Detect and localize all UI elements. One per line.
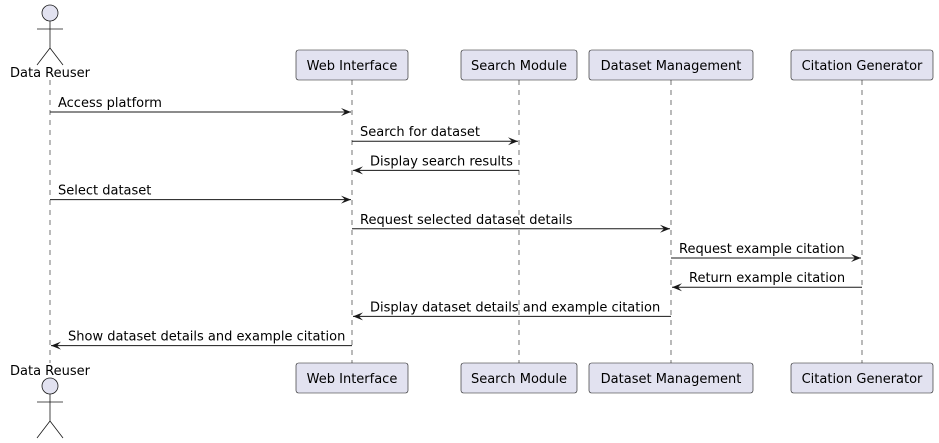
participant-box <box>295 362 409 394</box>
message-request-example-citation: Request example citation <box>671 242 861 262</box>
message-label: Show dataset details and example citatio… <box>68 330 345 345</box>
participant-web-interface-top: Web Interface <box>295 49 409 81</box>
message-select-dataset: Select dataset <box>50 184 351 204</box>
actor-label: Data Reuser <box>10 364 91 379</box>
participant-search-module-bottom: Search Module <box>460 362 578 394</box>
message-display-dataset-details-and-example-citation: Display dataset details and example cita… <box>353 300 671 321</box>
participant-box <box>295 49 409 81</box>
actor-head-icon <box>41 377 59 395</box>
actor-label: Data Reuser <box>10 66 91 81</box>
arrowhead-icon <box>851 254 861 262</box>
participant-box <box>588 49 754 81</box>
actor-data-reuser-bottom: Data Reuser <box>10 364 91 439</box>
actor-leg-icon <box>36 420 51 439</box>
participant-label: Web Interface <box>307 59 398 74</box>
message-label: Return example citation <box>689 271 845 286</box>
participant-label: Citation Generator <box>802 372 923 387</box>
participant-dataset-management-bottom: Dataset Management <box>588 362 754 394</box>
arrowhead-icon <box>51 341 61 350</box>
actor-data-reuser-top: Data Reuser <box>10 4 91 81</box>
arrowhead-icon <box>508 137 518 146</box>
participant-label: Dataset Management <box>601 372 742 387</box>
participant-label: Web Interface <box>307 372 398 387</box>
arrowhead-icon <box>660 224 670 233</box>
participant-box <box>588 362 754 394</box>
actor-leg-icon <box>36 47 51 66</box>
message-label: Access platform <box>58 96 162 111</box>
arrowhead-icon <box>353 166 363 175</box>
arrowhead-icon <box>341 108 351 116</box>
message-label: Display search results <box>370 154 513 169</box>
participant-citation-generator-top: Citation Generator <box>790 49 934 81</box>
arrowhead-icon <box>353 312 363 321</box>
message-label: Select dataset <box>58 184 151 199</box>
message-label: Request example citation <box>679 242 845 257</box>
participant-label: Dataset Management <box>601 59 742 74</box>
participant-citation-generator-bottom: Citation Generator <box>790 362 934 394</box>
actor-head-icon <box>41 4 59 22</box>
arrowhead-icon <box>672 283 682 292</box>
message-return-example-citation: Return example citation <box>672 271 862 292</box>
participant-dataset-management-top: Dataset Management <box>588 49 754 81</box>
participant-box <box>460 362 578 394</box>
message-request-selected-dataset-details: Request selected dataset details <box>352 213 670 233</box>
participant-box <box>460 49 578 81</box>
participant-box <box>790 362 934 394</box>
message-access-platform: Access platform <box>50 96 351 116</box>
message-display-search-results: Display search results <box>353 154 519 175</box>
actor-leg-icon <box>49 47 64 66</box>
message-search-for-dataset: Search for dataset <box>352 125 518 146</box>
participant-web-interface-bottom: Web Interface <box>295 362 409 394</box>
message-label: Search for dataset <box>360 125 480 140</box>
participant-label: Search Module <box>471 59 567 74</box>
participant-label: Search Module <box>471 372 567 387</box>
message-label: Display dataset details and example cita… <box>370 300 660 315</box>
participant-label: Citation Generator <box>802 59 923 74</box>
arrowhead-icon <box>341 195 351 204</box>
participant-box <box>790 49 934 81</box>
message-show-dataset-details-and-example-citation: Show dataset details and example citatio… <box>51 330 352 350</box>
message-label: Request selected dataset details <box>360 213 573 228</box>
participant-search-module-top: Search Module <box>460 49 578 81</box>
actor-leg-icon <box>49 420 64 439</box>
